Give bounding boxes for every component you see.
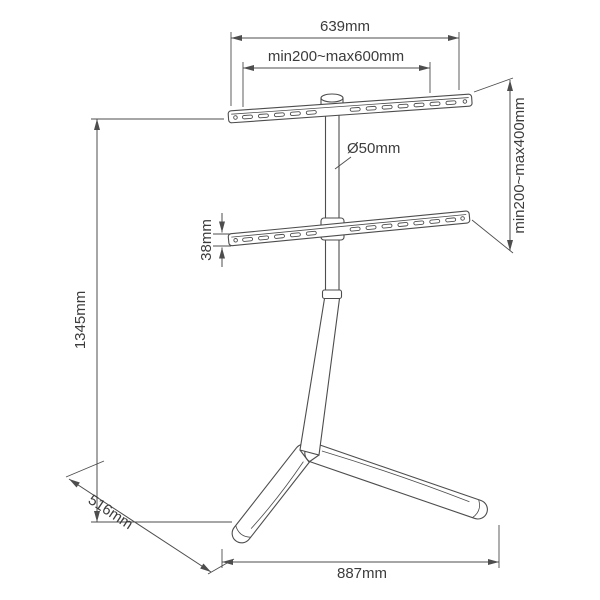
dim-bracket-thickness: 38mm xyxy=(198,213,231,267)
dim-vesa-height-range: min200~max400mm xyxy=(471,77,528,254)
base-junction-seams xyxy=(299,449,320,463)
pole-upper-section xyxy=(324,105,340,295)
lower-bracket-mount-slots xyxy=(233,216,465,243)
base-right-leg xyxy=(304,443,488,520)
dim-base-depth: 516mm xyxy=(65,460,235,575)
dim-total-height: 1345mm xyxy=(72,118,232,523)
dim-pole-diameter: Ø50mm xyxy=(334,140,400,170)
dim-base-depth-label: 516mm xyxy=(85,491,136,533)
right-foot-cap xyxy=(472,499,480,518)
pole-lower-section xyxy=(299,297,341,456)
dim-base-width-label: 887mm xyxy=(337,565,387,582)
dim-vesa-width-range: min200~max600mm xyxy=(242,48,431,107)
lower-vesa-bracket xyxy=(227,210,471,247)
lower-bracket-bar xyxy=(227,210,471,247)
dim-top-width-label: 639mm xyxy=(320,18,370,35)
dim-bracket-thickness-label: 38mm xyxy=(198,219,215,261)
upper-vesa-bracket xyxy=(227,93,473,124)
pole-joint-collar xyxy=(321,289,343,300)
dim-total-height-label: 1345mm xyxy=(72,291,89,349)
tv-stand xyxy=(227,93,488,544)
upper-bracket-mount-slots xyxy=(233,99,468,120)
left-foot-cap xyxy=(235,525,251,538)
dim-base-width: 887mm xyxy=(221,525,500,582)
dim-pole-diameter-label: Ø50mm xyxy=(347,140,400,157)
dim-vesa-height-range-label: min200~max400mm xyxy=(511,97,528,233)
dim-vesa-width-range-label: min200~max600mm xyxy=(268,48,404,65)
base-left-leg xyxy=(231,443,314,544)
dim-top-width: 639mm xyxy=(230,18,460,106)
